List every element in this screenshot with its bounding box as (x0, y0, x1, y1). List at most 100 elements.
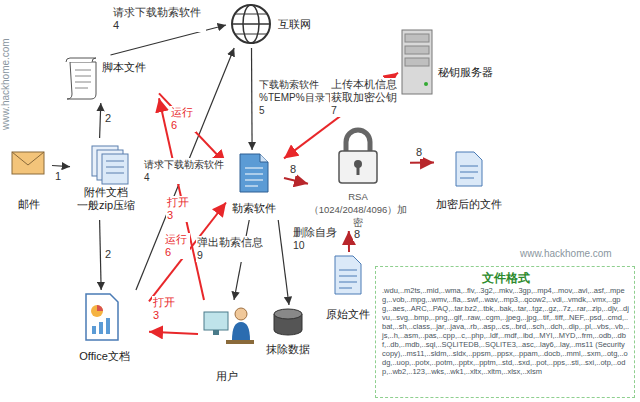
globe-icon (232, 5, 270, 43)
flow-arrow (159, 93, 226, 164)
key-server-node: 秘钥服务器 (398, 26, 504, 98)
encrypted-file-icon-part (460, 166, 478, 167)
text-box: Office文档 (62, 350, 147, 363)
text-box: 勒索软件 (226, 202, 282, 215)
lock-node: RSA（1024/2048/4096）加密 (308, 126, 410, 231)
envelope-icon-part (12, 152, 44, 174)
attachment-icon (92, 146, 128, 184)
edge-label: 运行 6 (170, 106, 196, 132)
attachment-icon-part (106, 167, 124, 168)
flow-arrow (100, 220, 102, 290)
server-icon-part (405, 58, 429, 66)
edge-label: 运行 6 (164, 233, 190, 259)
globe-icon-part (235, 34, 267, 35)
original-file-node: 原始文件 (322, 252, 376, 327)
node-label: 邮件 (8, 198, 50, 211)
attachment-node: 附件文档 一般zip压缩 (70, 138, 144, 220)
edge-label: 2 (104, 248, 112, 261)
office-document-node: Office文档 (62, 290, 149, 366)
edge-label: 请求下载勒索软件 4 (112, 6, 206, 32)
node-label: 用户 (198, 370, 256, 383)
email-node: 邮件 (8, 148, 52, 218)
encrypted-file-icon-part (456, 152, 482, 186)
envelope-icon (12, 152, 44, 174)
edge-label: 删除自身 10 (292, 226, 342, 252)
text-box: 附件文档 一般zip压缩 (70, 186, 142, 212)
globe-icon-part (235, 14, 267, 15)
text-box: 原始文件 (322, 308, 374, 321)
script-icon-part (67, 62, 96, 99)
edge-label: 打开 3 (166, 196, 192, 222)
script-icon-part (75, 82, 91, 83)
lock-icon-part (357, 166, 360, 175)
globe-icon-part (232, 23, 270, 25)
user-icon-part (226, 340, 254, 344)
edge-label: 上传本机信息 获取加密公钥 7 (330, 78, 398, 117)
original-file-icon-part (339, 288, 352, 289)
ransomware-icon-part (245, 174, 263, 175)
server-icon-part (424, 82, 428, 86)
attachment-icon-part (106, 173, 124, 174)
disk-icon-part (274, 309, 302, 319)
text-box: 秘钥服务器 (438, 66, 502, 79)
server-icon-part (402, 30, 432, 94)
ransomware-icon-part (245, 180, 263, 181)
node-label: 加密后的文件 (434, 198, 504, 211)
envelope-icon-part (12, 152, 44, 165)
wipe-data-node: 抹除数据 (262, 305, 316, 361)
ransomware-node: 勒索软件 (226, 150, 284, 220)
watermark: www.hackhome.com (0, 38, 12, 130)
edge-label: 下载勒索软件 %TEMP%目录下 5 (258, 78, 338, 117)
node-label: 勒索软件 (226, 202, 282, 215)
node-label: 附件文档 一般zip压缩 (70, 186, 142, 212)
box-heading: 文件格式 (382, 271, 630, 286)
original-file-icon (335, 256, 361, 294)
internet-node: 互联网 (226, 2, 328, 48)
encrypted-file-icon (456, 152, 482, 186)
user-icon-part (213, 330, 219, 335)
flow-arrow (149, 332, 198, 334)
lock-icon-part (346, 130, 370, 152)
original-file-icon-part (339, 282, 357, 283)
flow-arrow (100, 103, 101, 138)
node-label: 脚本文件 (102, 61, 157, 74)
ransomware-icon (240, 154, 268, 192)
watermark: www.hackhome.com (520, 248, 612, 260)
edge-label: 8 (353, 228, 361, 241)
encrypted-file-icon-part (460, 172, 478, 173)
user-icon-part (235, 308, 247, 320)
text-box: RSA（1024/2048/4096）加密 (308, 190, 408, 229)
ransomware-icon-part (260, 154, 268, 162)
edge-label: 2 (104, 112, 112, 125)
script-icon-part (66, 58, 96, 62)
script-node: 脚本文件 (62, 55, 159, 103)
script-icon-part (75, 70, 91, 71)
office-document-icon-part (106, 318, 110, 334)
edge-label: 1 (54, 170, 62, 183)
text-box: 用户 (198, 370, 256, 383)
text-box: 互联网 (278, 18, 326, 31)
attachment-icon-part (102, 154, 128, 184)
attachment-icon-part (106, 161, 124, 162)
flow-arrow (52, 166, 70, 167)
script-icon (66, 58, 96, 99)
edge-label: 请求下载勒索软件 4 (143, 158, 227, 184)
ransomware-icon-part (240, 154, 268, 192)
edge-label: 弹出勒索信息 9 (196, 236, 264, 262)
text-box: 加密后的文件 (434, 198, 504, 211)
disk-icon (274, 309, 302, 335)
office-document-icon-part (97, 305, 103, 311)
script-icon-part (75, 76, 91, 77)
edge-label: 打开 3 (152, 296, 178, 322)
encrypted-file-node: 加密后的文件 (434, 148, 506, 220)
node-label: 抹除数据 (262, 343, 314, 356)
original-file-icon-part (335, 256, 361, 294)
office-document-icon-part (92, 326, 96, 334)
original-file-icon-part (339, 270, 357, 271)
script-icon-part (75, 88, 88, 89)
text-box: 文件格式.wdu,..m2ts,..mid,..wma,..flv,..3g2,… (382, 271, 630, 376)
office-document-icon-part (86, 294, 118, 340)
flow-arrow (251, 48, 253, 150)
text-box: 邮件 (8, 198, 50, 211)
extension-list: .wdu,..m2ts,..mid,..wma,..flv,..3g2,..mk… (382, 286, 630, 376)
